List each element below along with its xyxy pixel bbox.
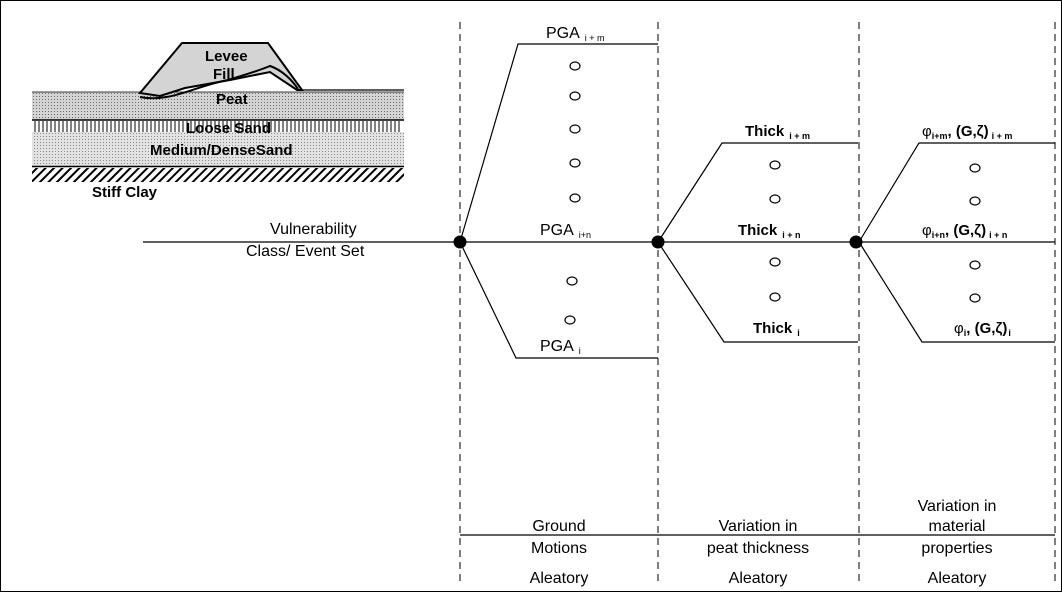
node-1 — [453, 235, 467, 249]
col1-type: Aleatory — [530, 570, 589, 587]
branch-bottom — [459, 241, 658, 359]
branch-bottom — [657, 241, 858, 343]
column-labels: Ground Motions Variation in peat thickne… — [531, 498, 996, 557]
col3-line3: properties — [921, 540, 992, 557]
branch-bottom — [858, 241, 1055, 343]
node-3 — [849, 235, 863, 249]
node-2 — [651, 235, 665, 249]
col3-line2: material — [929, 518, 986, 535]
col3-type: Aleatory — [928, 570, 987, 587]
col2-line1: Variation in — [719, 518, 798, 535]
stage-material-properties: φi+m, (G,ζ)i + m φi+n, (G,ζ)i + n φi, (G… — [858, 123, 1055, 343]
medium-dense-sand-label: Medium/DenseSand — [150, 142, 293, 159]
root-label-line2: Class/ Event Set — [246, 243, 365, 260]
ellipsis-dots-stage1 — [564, 61, 581, 325]
material-top-label: φi+m, (G,ζ)i + m — [922, 123, 1012, 141]
col1-line2: Motions — [531, 540, 587, 557]
branch-top — [858, 142, 1055, 243]
peat-layer — [32, 92, 404, 120]
stiff-clay-layer — [32, 168, 404, 182]
dense-sand-layer — [32, 132, 404, 166]
col3-line1: Variation in — [918, 498, 997, 515]
ellipsis-dots-stage3 — [969, 163, 981, 303]
levee-label: Levee — [205, 48, 248, 65]
col1-line1: Ground — [532, 518, 585, 535]
soil-profile-inset: Levee Fill Peat Loose Sand Medium/DenseS… — [32, 42, 404, 201]
material-bot-label: φi, (G,ζ)i — [954, 320, 1011, 338]
fill-label: Fill — [213, 66, 235, 83]
col2-line2: peat thickness — [707, 540, 809, 557]
col2-type: Aleatory — [729, 570, 788, 587]
peat-label: Peat — [216, 91, 248, 108]
loose-sand-label: Loose Sand — [186, 120, 271, 137]
root-label-line1: Vulnerability — [270, 221, 357, 238]
branch-top — [459, 43, 658, 243]
material-mid-label: φi+n, (G,ζ)i + n — [922, 222, 1007, 240]
stiff-clay-label: Stiff Clay — [92, 184, 158, 201]
ellipsis-dots-stage2 — [769, 160, 781, 302]
branch-top — [657, 142, 858, 243]
